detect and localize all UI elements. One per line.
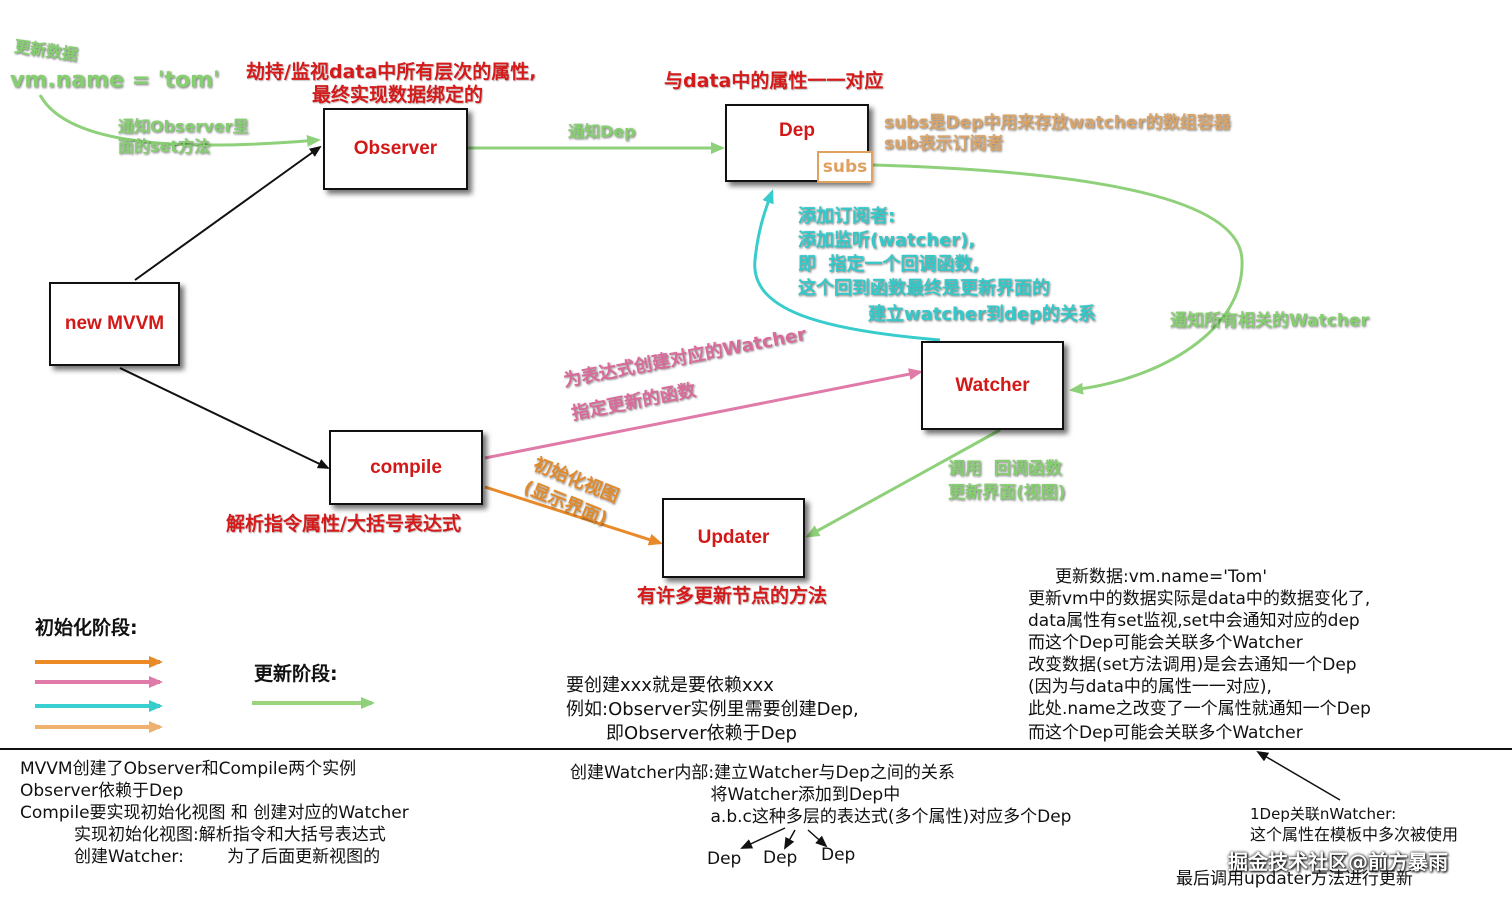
compile-note: 解析指令属性/大括号表达式 — [226, 513, 461, 535]
vm-name-label: vm.name = 'tom' — [10, 68, 220, 93]
bottom-middle-line2: 将Watcher添加到Dep中 — [570, 785, 901, 805]
bottom-middle-line3: a.b.c这种多层的表达式(多个属性)对应多个Dep — [570, 807, 1072, 827]
right-note-line7: 此处.name之改变了一个属性就通知一个Dep — [1028, 699, 1371, 719]
bottom-left-line2: Observer依赖于Dep — [20, 781, 184, 801]
arrow-note-up — [1256, 750, 1341, 801]
right-note-line5: 改变数据(set方法调用)是会去通知一个Dep — [1028, 655, 1357, 675]
cyan-note-line3: 即 指定一个回调函数, — [798, 254, 980, 275]
arrow-update-to-observer — [38, 94, 321, 147]
right-note-line4: 而这个Dep可能会关联多个Watcher — [1028, 633, 1303, 653]
new-mvvm-label: new MVVM — [64, 313, 165, 334]
arrow-mvvm-to-compile — [119, 367, 330, 469]
cyan-note-line2: 添加监听(watcher), — [798, 230, 976, 251]
observer-box: Observer — [323, 108, 468, 190]
subs-note-line2: sub表示订阅者 — [884, 134, 1004, 154]
right-note-line6: (因为与data中的属性一一对应), — [1028, 677, 1272, 697]
right-note-line3: data属性有set监视,set中会通知对应的dep — [1028, 611, 1360, 631]
dep-branch-3: Dep — [821, 845, 856, 865]
bottom-right-line2: 这个属性在模板中多次被使用 — [1250, 825, 1459, 844]
observer-label: Observer — [353, 138, 438, 159]
subs-note-line1: subs是Dep中用来存放watcher的数组容器 — [884, 113, 1231, 133]
arrow-abc-to-dep-2 — [784, 829, 796, 850]
observer-note-line2: 最终实现数据绑定的 — [312, 84, 484, 106]
arrow-mvvm-to-observer — [134, 145, 322, 281]
notify-all-watchers-label: 通知所有相关的Watcher — [1170, 311, 1369, 331]
subs-label: subs — [822, 157, 868, 177]
bottom-left-line4: 实现初始化视图:解析指令和大括号表达式 — [20, 825, 386, 845]
dep-branch-2: Dep — [763, 848, 798, 868]
notify-dep-label: 通知Dep — [568, 122, 636, 141]
subs-box: subs — [817, 151, 873, 183]
dep-note: 与data中的属性一一对应 — [664, 70, 884, 92]
legend-init-stage: 初始化阶段: — [35, 617, 138, 639]
middle-note-line2: 例如:Observer实例里需要创建Dep, — [566, 699, 859, 720]
bottom-middle-line1: 创建Watcher内部:建立Watcher与Dep之间的关系 — [570, 763, 955, 783]
arrow-watcher-to-updater — [805, 428, 1001, 538]
middle-note-line1: 要创建xxx就是要依赖xxx — [566, 675, 774, 696]
observer-note-line1: 劫持/监视data中所有层次的属性, — [246, 61, 537, 83]
dep-branch-1: Dep — [707, 849, 742, 869]
watcher-box: Watcher — [921, 341, 1064, 430]
arrow-compile-to-updater — [484, 485, 663, 546]
bottom-right-line1: 1Dep关联nWatcher: — [1250, 805, 1397, 823]
arrow-dep-to-watcher — [871, 163, 1244, 395]
arrow-watcher-to-dep — [753, 189, 941, 342]
callback-note-line1: 调用 回调函数 — [948, 459, 1062, 479]
notify-observer-line2: 面的set方法 — [118, 137, 211, 156]
bottom-left-line3: Compile要实现初始化视图 和 创建对应的Watcher — [20, 803, 409, 823]
watcher-label: Watcher — [955, 374, 1030, 396]
updater-note: 有许多更新节点的方法 — [637, 585, 828, 607]
cyan-note-line5: 建立watcher到dep的关系 — [868, 304, 1096, 325]
compile-box: compile — [329, 430, 483, 505]
updater-box: Updater — [662, 498, 805, 578]
right-note-line2: 更新vm中的数据实际是data中的数据变化了, — [1028, 589, 1371, 609]
arrow-compile-to-watcher — [484, 368, 923, 460]
bottom-left-line5: 创建Watcher: 为了后面更新视图的 — [20, 847, 381, 867]
legend-update-stage: 更新阶段: — [254, 663, 338, 685]
callback-note-line2: 更新界面(视图) — [948, 483, 1066, 503]
new-mvvm-box: new MVVM — [49, 282, 180, 366]
compile-label: compile — [370, 456, 442, 478]
arrow-abc-to-dep-1 — [740, 827, 786, 849]
middle-note-line3: 即Observer依赖于Dep — [566, 723, 797, 744]
cyan-note-line1: 添加订阅者: — [798, 206, 896, 227]
notify-observer-line1: 通知Observer里 — [118, 117, 249, 136]
cyan-note-line4: 这个回到函数最终是更新界面的 — [798, 278, 1050, 299]
bottom-left-line1: MVVM创建了Observer和Compile两个实例 — [20, 759, 357, 779]
right-note-line1: 更新数据:vm.name='Tom' — [1028, 567, 1268, 587]
updater-label: Updater — [697, 527, 770, 548]
arrow-abc-to-dep-3 — [807, 829, 828, 848]
bottom-right-line3: 最后调用updater方法进行更新 — [1176, 869, 1413, 889]
right-note-line8: 而这个Dep可能会关联多个Watcher — [1028, 723, 1303, 743]
watermark: 掘金技术社区@前方暴雨 — [1228, 850, 1448, 874]
dep-label: Dep — [779, 120, 815, 141]
